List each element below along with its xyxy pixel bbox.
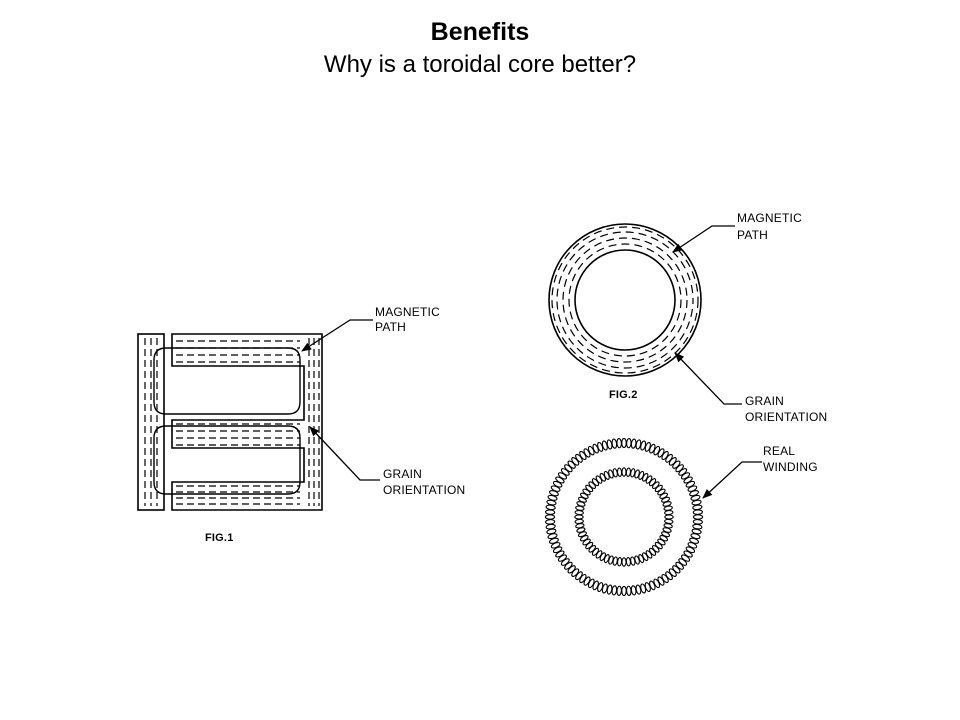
slide-title: Benefits	[430, 18, 530, 46]
fig1-ei-core: MAGNETIC PATH GRAIN ORIENTATION FIG.1	[137, 305, 465, 544]
winding-turn-outer	[616, 585, 622, 596]
fig1-label-grain-1: GRAIN	[383, 467, 422, 481]
fig2-magnetic-path-leader	[672, 225, 735, 253]
fig2-label-magnetic-2: PATH	[737, 228, 768, 242]
winding-turn-outer	[544, 514, 556, 520]
winding-turn-outer	[545, 519, 556, 525]
fig2-label-grain-1: GRAIN	[745, 394, 784, 408]
fig3-outer-winding	[544, 437, 704, 597]
fig2-label-grain-2: ORIENTATION	[745, 410, 827, 424]
winding-turn-outer	[692, 514, 704, 520]
fig3-inner-winding	[574, 467, 674, 567]
winding-turn-inner	[621, 467, 627, 477]
fig1-magnetic-path-leader	[301, 319, 373, 352]
winding-turn-outer	[545, 509, 556, 515]
fig1-label-magnetic-1: MAGNETIC	[375, 305, 440, 319]
fig3-winding-leader	[702, 461, 762, 499]
fig1-flux-loop-lower	[153, 425, 301, 495]
winding-turn-outer	[626, 438, 632, 449]
fig2-grain-rings	[551, 226, 699, 374]
winding-turn-inner	[664, 510, 674, 516]
fig3-wound-toroid: REAL WINDING	[544, 437, 818, 597]
fig1-i-bar	[137, 333, 165, 511]
fig2-label-magnetic-1: MAGNETIC	[737, 211, 802, 225]
fig1-grain-leader	[309, 426, 380, 481]
fig2-outer-edge	[548, 223, 702, 377]
fig2-caption: FIG.2	[609, 389, 638, 401]
winding-turn-outer	[621, 585, 627, 597]
winding-turn-inner	[617, 467, 623, 477]
winding-turn-outer	[621, 437, 627, 449]
winding-turn-outer	[626, 585, 632, 596]
winding-turn-outer	[692, 509, 703, 515]
fig2-inner-edge	[574, 249, 676, 351]
fig2-toroid-core: MAGNETIC PATH GRAIN ORIENTATION FIG.2	[548, 211, 827, 424]
winding-turn-inner	[574, 514, 584, 520]
winding-turn-outer	[692, 519, 703, 525]
fig1-flux-loop-upper	[153, 347, 301, 415]
fig3-label-winding-2: WINDING	[763, 460, 818, 474]
winding-turn-inner	[621, 557, 627, 567]
winding-turn-inner	[625, 557, 631, 567]
fig1-e-core-grain	[176, 338, 320, 506]
fig1-i-bar-grain	[144, 338, 158, 506]
fig2-grain-leader	[674, 352, 742, 405]
winding-turn-inner	[664, 514, 674, 520]
winding-turn-outer	[616, 438, 622, 449]
fig1-label-grain-2: ORIENTATION	[383, 483, 465, 497]
fig3-label-winding-1: REAL	[763, 444, 795, 458]
slide-subtitle: Why is a toroidal core better?	[323, 51, 637, 78]
fig1-e-core	[171, 333, 323, 511]
winding-turn-inner	[574, 518, 584, 524]
fig1-label-magnetic-2: PATH	[375, 320, 406, 334]
fig1-caption: FIG.1	[205, 532, 234, 544]
